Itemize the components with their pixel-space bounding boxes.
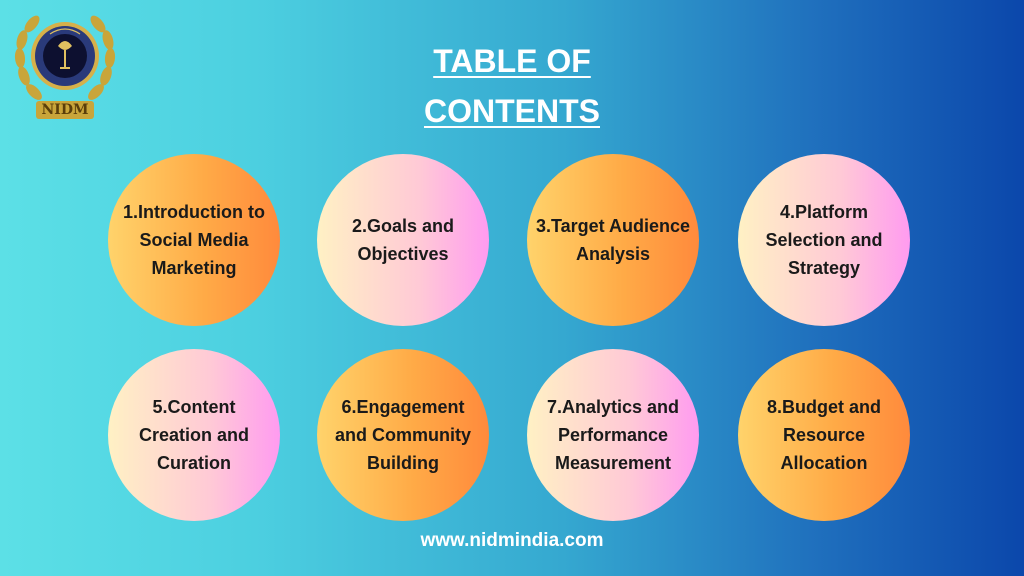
toc-item-8: 8.Budget and Resource Allocation: [738, 349, 910, 521]
laurel-emblem-icon: [14, 15, 116, 119]
toc-item-4: 4.Platform Selection and Strategy: [738, 154, 910, 326]
toc-item-5-label: 5.Content Creation and Curation: [138, 397, 249, 473]
nidm-logo: NIDM: [10, 6, 120, 124]
toc-item-1-label: 1.Introduction to Social Media Marketing: [123, 202, 265, 278]
toc-item-3: 3.Target Audience Analysis: [527, 154, 699, 326]
title-line-2: CONTENTS: [424, 93, 600, 129]
toc-item-2: 2.Goals and Objectives: [317, 154, 489, 326]
toc-item-5: 5.Content Creation and Curation: [108, 349, 280, 521]
toc-item-6: 6.Engagement and Community Building: [317, 349, 489, 521]
toc-item-8-label: 8.Budget and Resource Allocation: [766, 397, 881, 473]
toc-item-2-label: 2.Goals and Objectives: [351, 216, 455, 264]
toc-item-1: 1.Introduction to Social Media Marketing: [108, 154, 280, 326]
toc-item-6-label: 6.Engagement and Community Building: [334, 397, 471, 473]
logo-text: NIDM: [41, 102, 89, 118]
website-url: www.nidmindia.com: [420, 530, 604, 551]
toc-item-4-label: 4.Platform Selection and Strategy: [765, 202, 883, 278]
toc-item-7-label: 7.Analytics and Performance Measurement: [546, 397, 680, 473]
title-line-1: TABLE OF: [433, 43, 591, 79]
toc-item-7: 7.Analytics and Performance Measurement: [527, 349, 699, 521]
toc-item-3-label: 3.Target Audience Analysis: [535, 216, 691, 264]
page-title: TABLE OF CONTENTS: [362, 36, 662, 136]
